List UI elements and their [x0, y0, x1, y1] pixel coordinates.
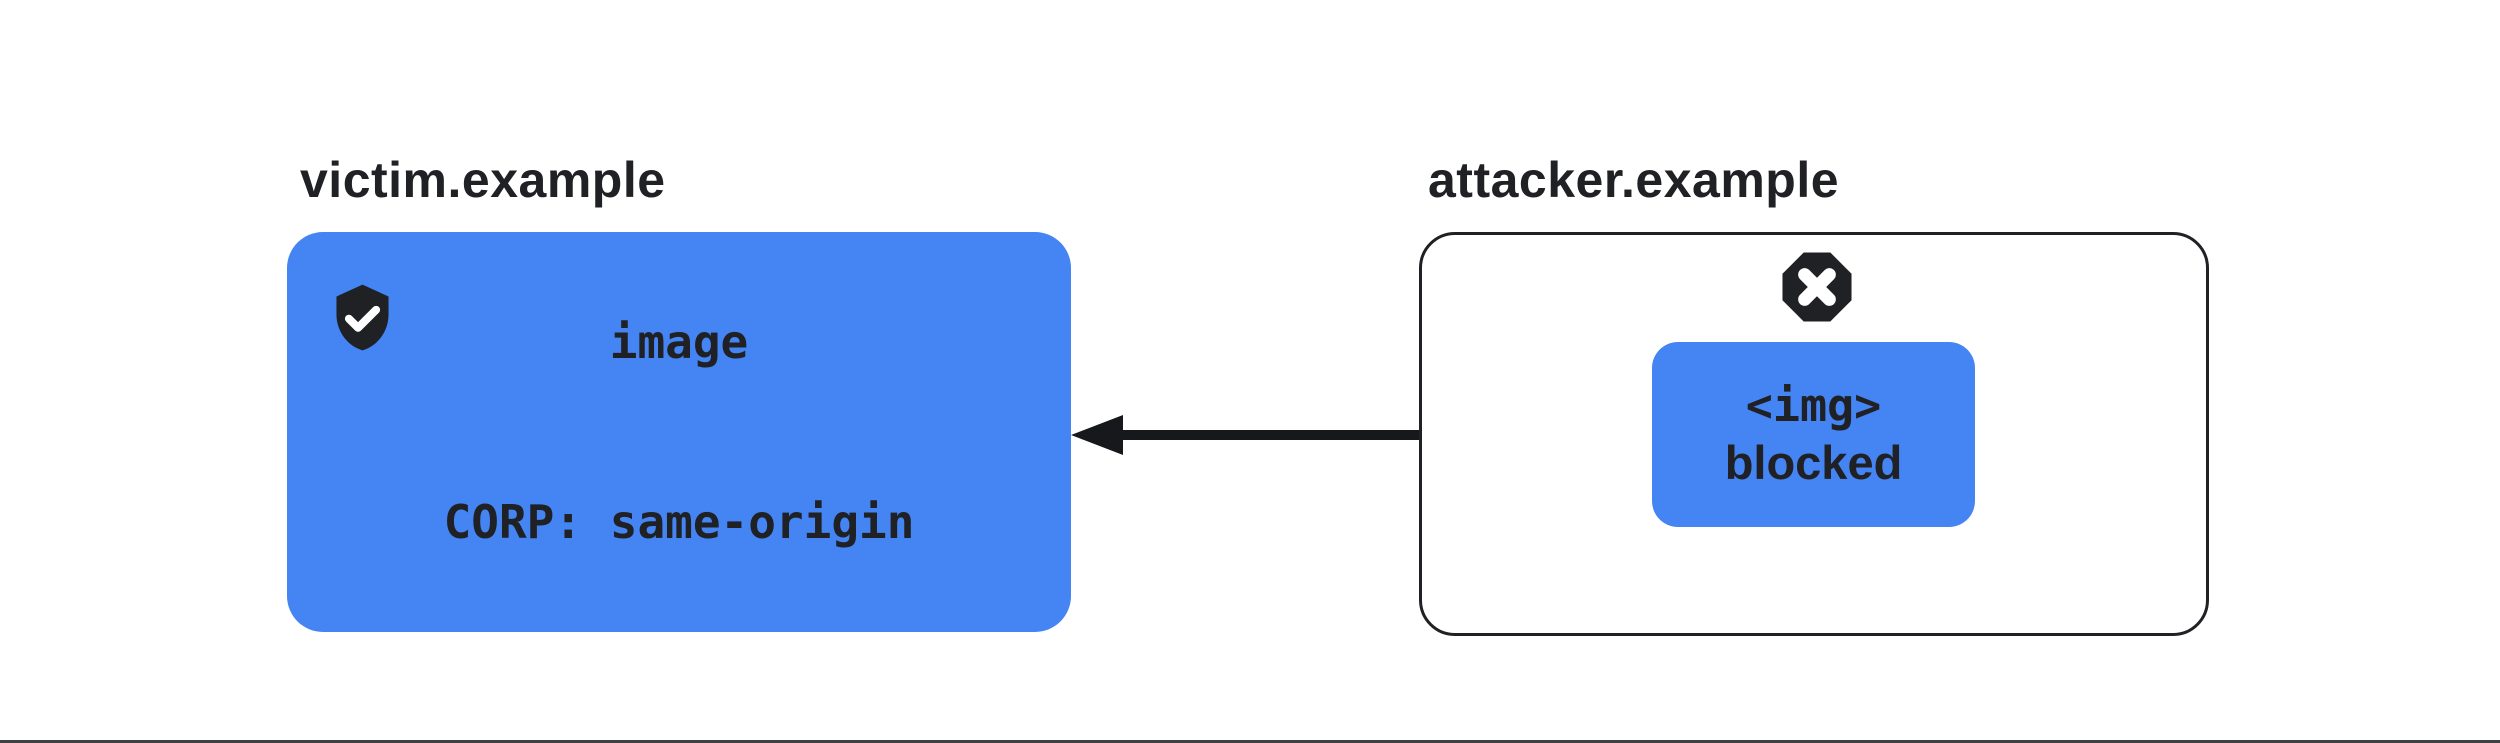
- victim-domain-label: victim.example: [300, 152, 666, 208]
- page-bottom-rule: [0, 740, 2500, 743]
- corp-header-text: CORP: same-origin: [443, 495, 915, 549]
- blocked-text: blocked: [1724, 435, 1903, 489]
- attacker-page-box: <img> blocked: [1419, 232, 2209, 636]
- attacker-domain-label: attacker.example: [1428, 152, 1840, 208]
- request-arrow-head: [1071, 415, 1123, 455]
- resource-type-text: image: [609, 315, 749, 369]
- victim-resource-box: image CORP: same-origin: [287, 232, 1071, 632]
- shield-check-icon: [327, 274, 398, 361]
- victim-resource-text: image CORP: same-origin: [444, 192, 915, 672]
- blocked-octagon-icon: [1779, 249, 1855, 325]
- blocked-request-chip: <img> blocked: [1652, 342, 1975, 527]
- img-tag-text: <img>: [1745, 378, 1882, 432]
- request-arrow-shaft: [1120, 430, 1652, 440]
